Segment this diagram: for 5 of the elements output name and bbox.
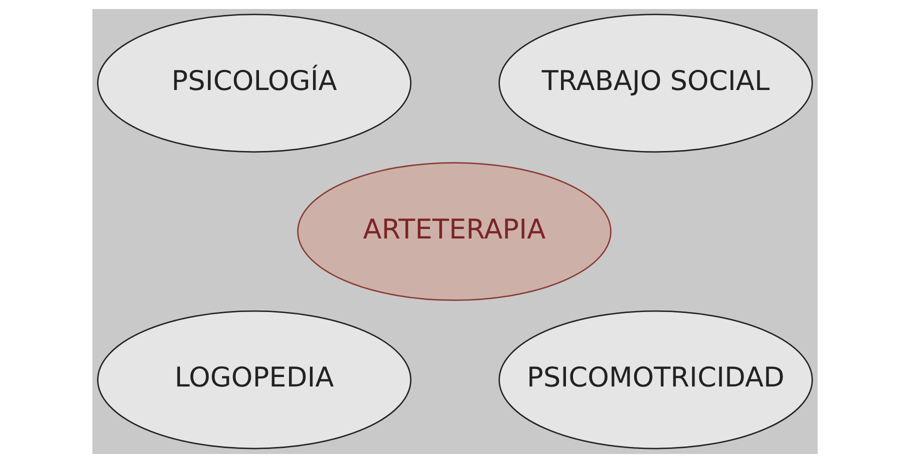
node-ellipse: PSICOMOTRICIDAD (498, 310, 812, 449)
node-ellipse: LOGOPEDIA (96, 310, 411, 449)
node-ellipse: TRABAJO SOCIAL (498, 13, 812, 152)
node-ellipse: ARTETERAPIA (296, 162, 611, 300)
node-ellipse: PSICOLOGÍA (96, 13, 411, 152)
